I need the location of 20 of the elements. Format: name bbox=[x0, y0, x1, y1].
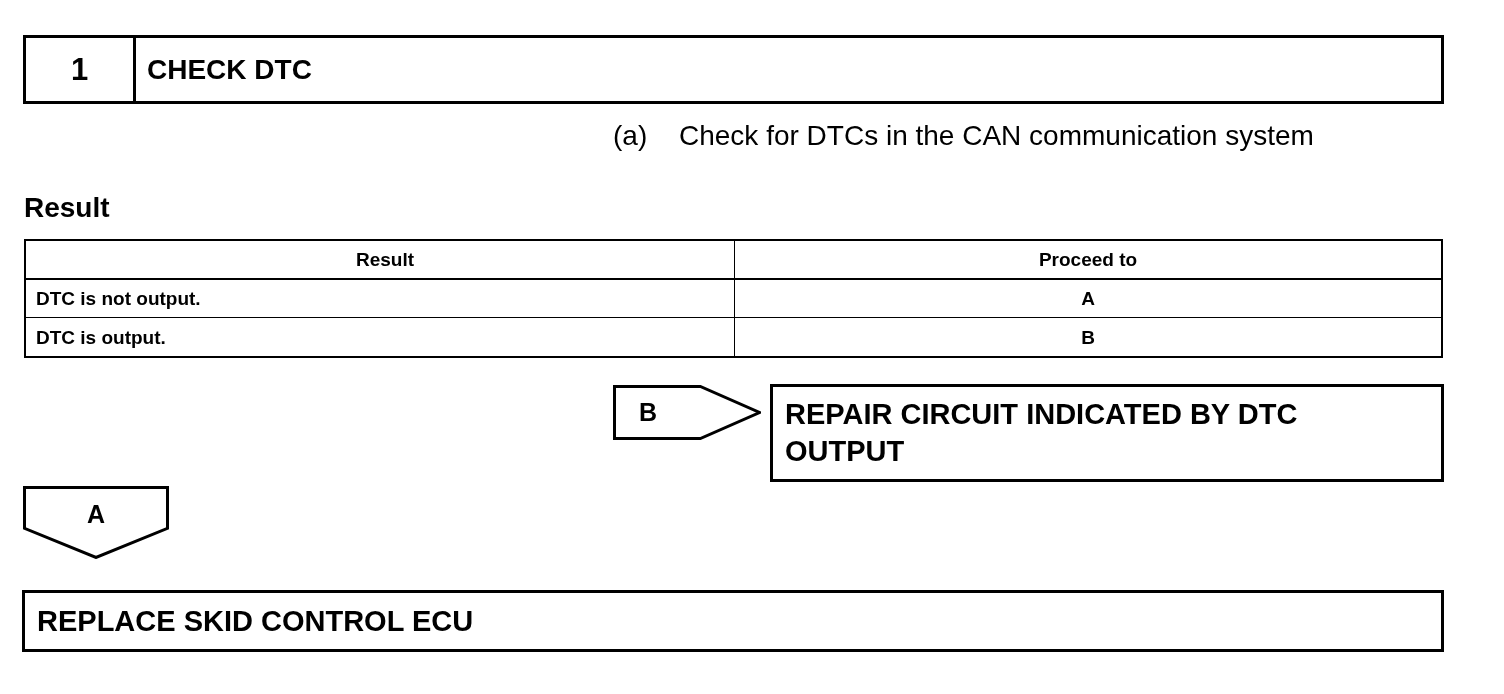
step-number: 1 bbox=[70, 54, 89, 85]
tag-letter: B bbox=[639, 400, 658, 425]
section-heading: Result bbox=[24, 192, 110, 224]
instruction-text: Check for DTCs in the CAN communication system bbox=[679, 120, 1314, 152]
list-marker: (a) bbox=[613, 120, 648, 152]
action-text: REPAIR CIRCUIT INDICATED BY DTC OUTPUT bbox=[785, 397, 1299, 469]
pointer-tag bbox=[613, 385, 761, 440]
step-title: CHECK DTC bbox=[147, 55, 312, 84]
table-cell-text: B bbox=[1080, 325, 1096, 350]
action-box bbox=[22, 590, 1444, 652]
action-text: REPLACE SKID CONTROL ECU bbox=[37, 603, 475, 639]
table-header-cell: Result bbox=[26, 241, 735, 280]
step-header-box bbox=[23, 35, 1444, 104]
table-header-cell: Proceed to bbox=[735, 241, 1441, 280]
table-cell: DTC is not output. bbox=[26, 280, 735, 318]
tag-letter: A bbox=[86, 502, 106, 527]
pointer-tag bbox=[23, 486, 169, 559]
action-box bbox=[770, 384, 1444, 482]
table-cell: A bbox=[735, 280, 1441, 318]
table-cell: DTC is output. bbox=[26, 318, 735, 356]
